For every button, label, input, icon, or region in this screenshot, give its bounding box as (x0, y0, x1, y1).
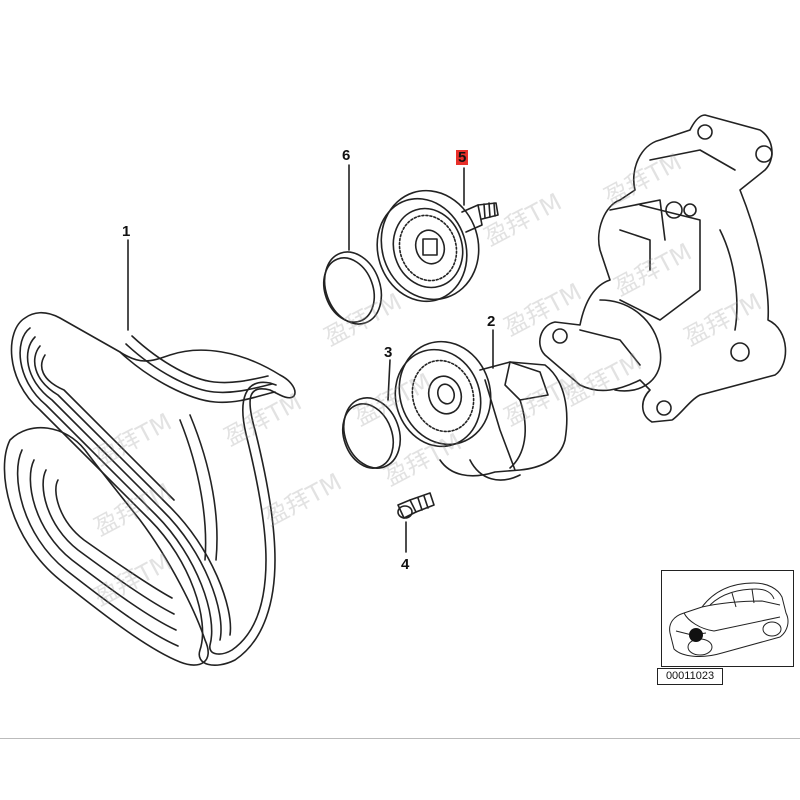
callout-5-idler-pulley: 5 (456, 149, 469, 166)
tensioner-bolt (397, 492, 435, 553)
callout-1-belt: 1 (122, 223, 131, 240)
callout-4-bolt: 4 (401, 556, 410, 573)
diagram-reference-code: 00011023 (657, 668, 723, 685)
idler-dust-cap (322, 164, 383, 325)
bottom-divider (0, 738, 800, 739)
location-marker-dot (689, 628, 703, 642)
callout-2-tensioner: 2 (487, 313, 496, 330)
idler-pulley (376, 167, 499, 303)
callout-6-idler-cap: 6 (342, 147, 351, 164)
vehicle-location-inset (661, 570, 794, 667)
car-icon (669, 582, 789, 657)
callout-3-tensioner-cap: 3 (384, 344, 393, 361)
belt-tensioner (394, 329, 568, 481)
engine-bracket (539, 114, 787, 423)
serpentine-belt (3, 239, 296, 666)
tensioner-dust-cap (341, 359, 402, 469)
